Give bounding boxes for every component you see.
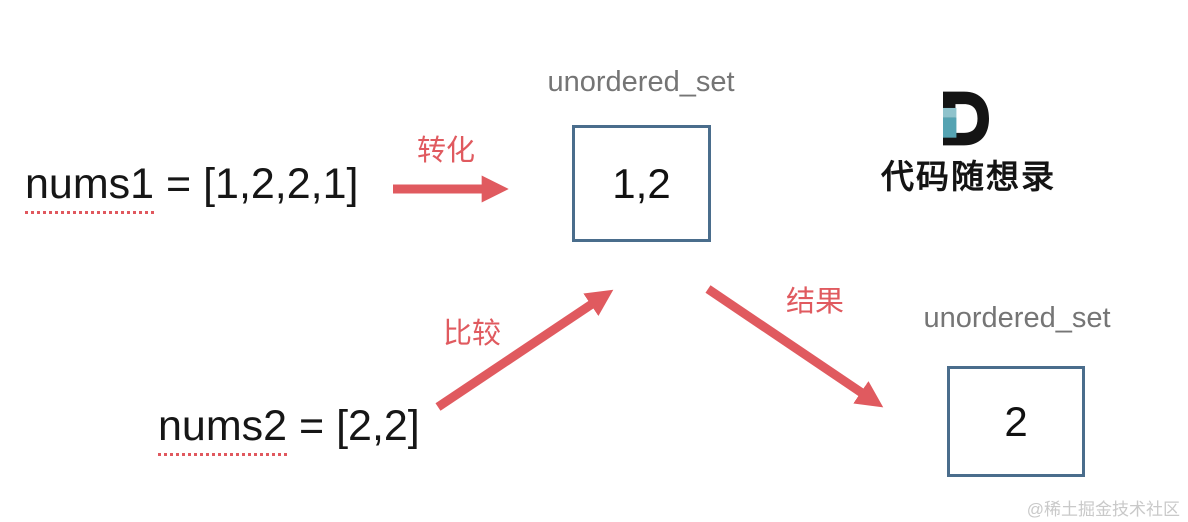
compare-arrow-label: 比较 (443, 318, 502, 350)
nums2-label: nums2 (158, 402, 288, 456)
nums2-value: = [2,2] (287, 402, 420, 450)
nums2-expression: nums2 = [2,2] (158, 402, 420, 456)
logo-d-icon (943, 91, 989, 146)
nums1-label: nums1 (25, 160, 155, 214)
set2-box: 2 (947, 366, 1085, 477)
nums1-value: = [1,2,2,1] (154, 160, 359, 208)
set1-box: 1,2 (572, 125, 711, 242)
set1-value: 1,2 (612, 159, 671, 207)
watermark-text: @稀土掘金技术社区 (1026, 500, 1180, 519)
nums1-expression: nums1 = [1,2,2,1] (25, 160, 359, 214)
set2-title: unordered_set (923, 302, 1111, 334)
transform-arrow-label: 转化 (417, 135, 476, 167)
set1-title: unordered_set (547, 66, 735, 98)
logo-brand-text: 代码随想录 (881, 157, 1056, 196)
result-arrow-label: 结果 (786, 286, 845, 318)
set2-value: 2 (1004, 397, 1028, 445)
